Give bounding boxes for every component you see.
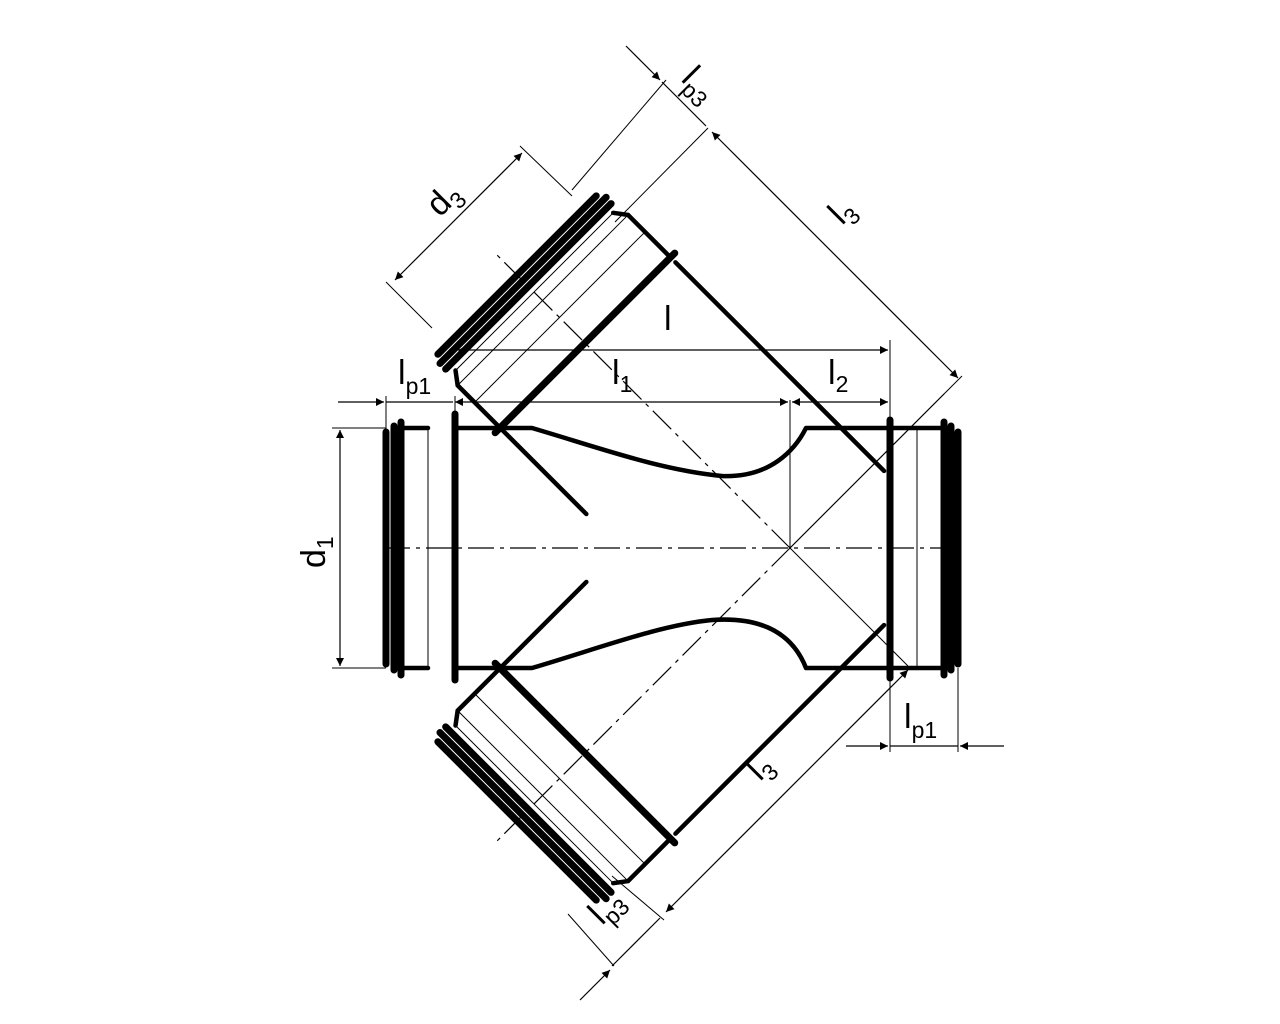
- dimension-l: l: [458, 300, 888, 354]
- dimension-d1: d1: [295, 427, 386, 669]
- lower-branch-centerline: [492, 547, 791, 846]
- dimension-lp1-right: lp1: [846, 668, 1004, 752]
- dimension-l3-bottom: l3 lp3: [567, 669, 909, 1001]
- label-l: l: [664, 300, 672, 338]
- label-d3: d3: [419, 174, 472, 227]
- left-spigot: [382, 410, 459, 684]
- label-l2: l2: [828, 354, 848, 397]
- dimension-row-l1: lp1 l1 l2: [338, 340, 891, 430]
- label-lp3-top: lp3: [671, 59, 725, 113]
- main-pipe: [382, 410, 962, 684]
- label-d1: d1: [295, 536, 338, 568]
- label-lp1-right: lp1: [904, 698, 937, 743]
- upper-branch-centerline: [492, 250, 791, 549]
- right-spigot: [886, 416, 962, 682]
- lower-branch: [434, 547, 887, 904]
- label-l3-bottom: l3: [739, 746, 784, 791]
- dimension-d3: d3: [385, 145, 573, 329]
- label-l3-top: l3: [821, 190, 866, 235]
- label-l1: l1: [612, 354, 632, 397]
- label-lp1-left: lp1: [398, 354, 431, 399]
